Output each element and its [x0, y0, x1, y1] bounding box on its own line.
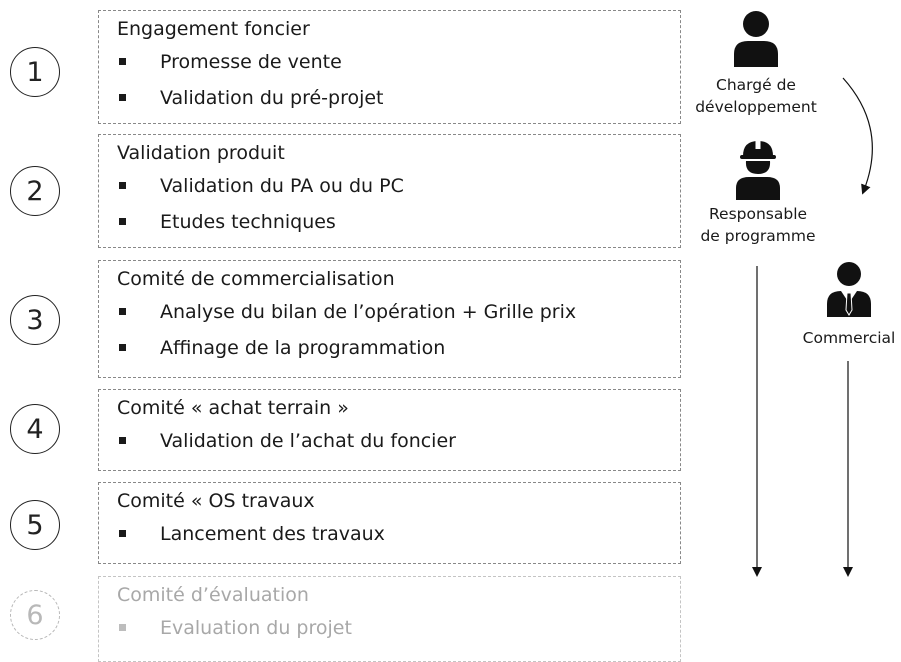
role-commercial: Commercial — [797, 260, 901, 349]
role-charge-line2: développement — [695, 98, 817, 116]
person-icon — [734, 11, 778, 67]
step-4-bullets: Validation de l’achat du foncier — [117, 428, 680, 454]
handover-curved-arrow — [842, 77, 873, 195]
step-5-title: Comité « OS travaux — [117, 490, 315, 512]
list-item: Promesse de vente — [117, 49, 680, 75]
role-charge-developpement: Chargé de développement — [688, 10, 824, 118]
step-2-bullets: Validation du PA ou du PC Etudes techniq… — [117, 173, 680, 235]
step-4-number: 4 — [10, 404, 60, 454]
step-1-bullets: Promesse de vente Validation du pré-proj… — [117, 49, 680, 111]
list-item: Affinage de la programmation — [117, 335, 680, 361]
worker-helmet-icon — [736, 139, 780, 200]
bullet-text: Validation du PA ou du PC — [160, 175, 404, 197]
list-item: Etudes techniques — [117, 209, 680, 235]
step-3-bullets: Analyse du bilan de l’opération + Grille… — [117, 299, 680, 361]
step-2-title: Validation produit — [117, 142, 285, 164]
list-item: Lancement des travaux — [117, 521, 680, 547]
step-2-box: Validation produit Validation du PA ou d… — [98, 134, 681, 248]
role-commercial-label: Commercial — [802, 329, 896, 347]
bullet-square-icon — [119, 624, 126, 631]
step-3-box: Comité de commercialisation Analyse du b… — [98, 260, 681, 378]
role-responsable-programme: Responsable de programme — [690, 137, 826, 247]
bullet-square-icon — [119, 218, 126, 225]
list-item: Validation de l’achat du foncier — [117, 428, 680, 454]
bullet-text: Evaluation du projet — [160, 617, 352, 639]
list-item: Evaluation du projet — [117, 615, 680, 641]
bullet-square-icon — [119, 94, 126, 101]
step-1-title: Engagement foncier — [117, 18, 310, 40]
bullet-text: Validation de l’achat du foncier — [160, 430, 456, 452]
role-responsable-line2: de programme — [700, 227, 816, 245]
step-3-number: 3 — [10, 295, 60, 345]
list-item: Analyse du bilan de l’opération + Grille… — [117, 299, 680, 325]
bullet-square-icon — [119, 437, 126, 444]
step-5-bullets: Lancement des travaux — [117, 521, 680, 547]
step-1-box: Engagement foncier Promesse de vente Val… — [98, 10, 681, 124]
bullet-text: Affinage de la programmation — [160, 337, 446, 359]
step-3-title: Comité de commercialisation — [117, 268, 395, 290]
step-5-box: Comité « OS travaux Lancement des travau… — [98, 482, 681, 564]
step-2-number: 2 — [10, 166, 60, 216]
step-6-bullets: Evaluation du projet — [117, 615, 680, 641]
step-1-number: 1 — [10, 47, 60, 97]
bullet-square-icon — [119, 58, 126, 65]
bullet-square-icon — [119, 182, 126, 189]
businessman-tie-icon — [827, 262, 871, 317]
bullet-text: Promesse de vente — [160, 51, 342, 73]
step-6-number: 6 — [10, 590, 60, 640]
bullet-text: Etudes techniques — [160, 211, 336, 233]
step-5-number: 5 — [10, 500, 60, 550]
bullet-text: Analyse du bilan de l’opération + Grille… — [160, 301, 577, 323]
bullet-square-icon — [119, 344, 126, 351]
step-4-box: Comité « achat terrain » Validation de l… — [98, 389, 681, 471]
list-item: Validation du PA ou du PC — [117, 173, 680, 199]
bullet-text: Validation du pré-projet — [160, 87, 384, 109]
bullet-text: Lancement des travaux — [160, 523, 385, 545]
step-4-title: Comité « achat terrain » — [117, 397, 349, 419]
step-6-title: Comité d’évaluation — [117, 584, 309, 606]
bullet-square-icon — [119, 530, 126, 537]
step-6-box: Comité d’évaluation Evaluation du projet — [98, 576, 681, 662]
list-item: Validation du pré-projet — [117, 85, 680, 111]
bullet-square-icon — [119, 308, 126, 315]
role-responsable-line1: Responsable — [708, 205, 808, 223]
role-charge-line1: Chargé de — [716, 76, 796, 94]
